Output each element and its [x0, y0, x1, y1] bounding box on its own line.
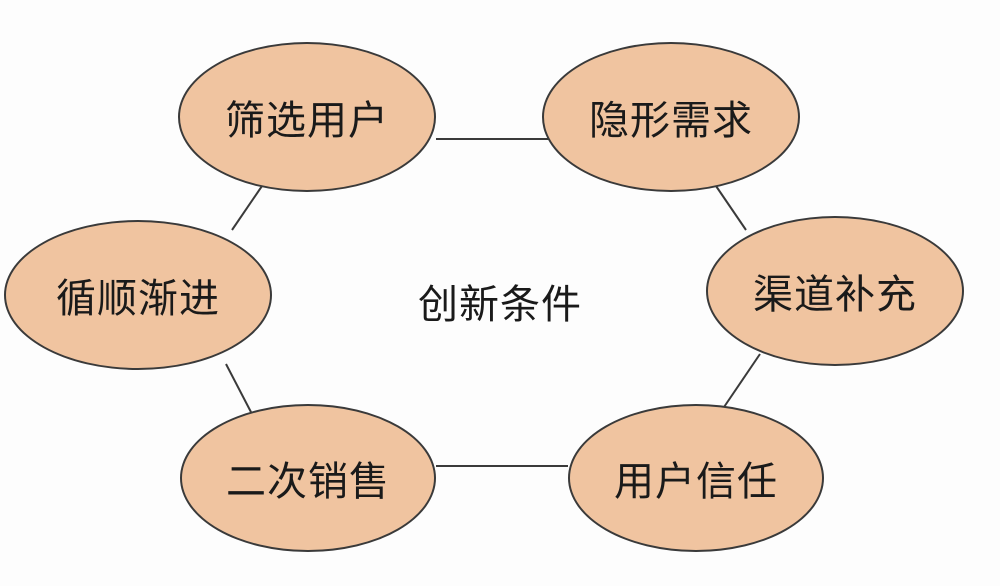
node-erci-xiaoshou: 二次销售: [180, 404, 436, 552]
edge-2-3: [721, 353, 761, 411]
edge-4-5: [225, 363, 253, 415]
node-xunshun-jianjin: 循顺渐进: [4, 220, 272, 370]
node-label: 筛选用户: [225, 98, 389, 144]
node-yonghu-xinren: 用户信任: [568, 404, 824, 552]
node-label: 二次销售: [226, 459, 390, 505]
node-label: 用户信任: [614, 459, 778, 505]
node-shaixuan-yonghu: 筛选用户: [178, 42, 436, 192]
node-label: 渠道补充: [753, 272, 917, 318]
node-qudao-buchong: 渠道补充: [706, 216, 964, 366]
edge-5-0: [231, 185, 263, 231]
center-label: 创新条件: [418, 282, 582, 328]
node-label: 循顺渐进: [56, 276, 220, 322]
edge-1-2: [715, 185, 747, 231]
node-label: 隐形需求: [589, 98, 753, 144]
node-yinxing-xuqiu: 隐形需求: [542, 42, 800, 192]
